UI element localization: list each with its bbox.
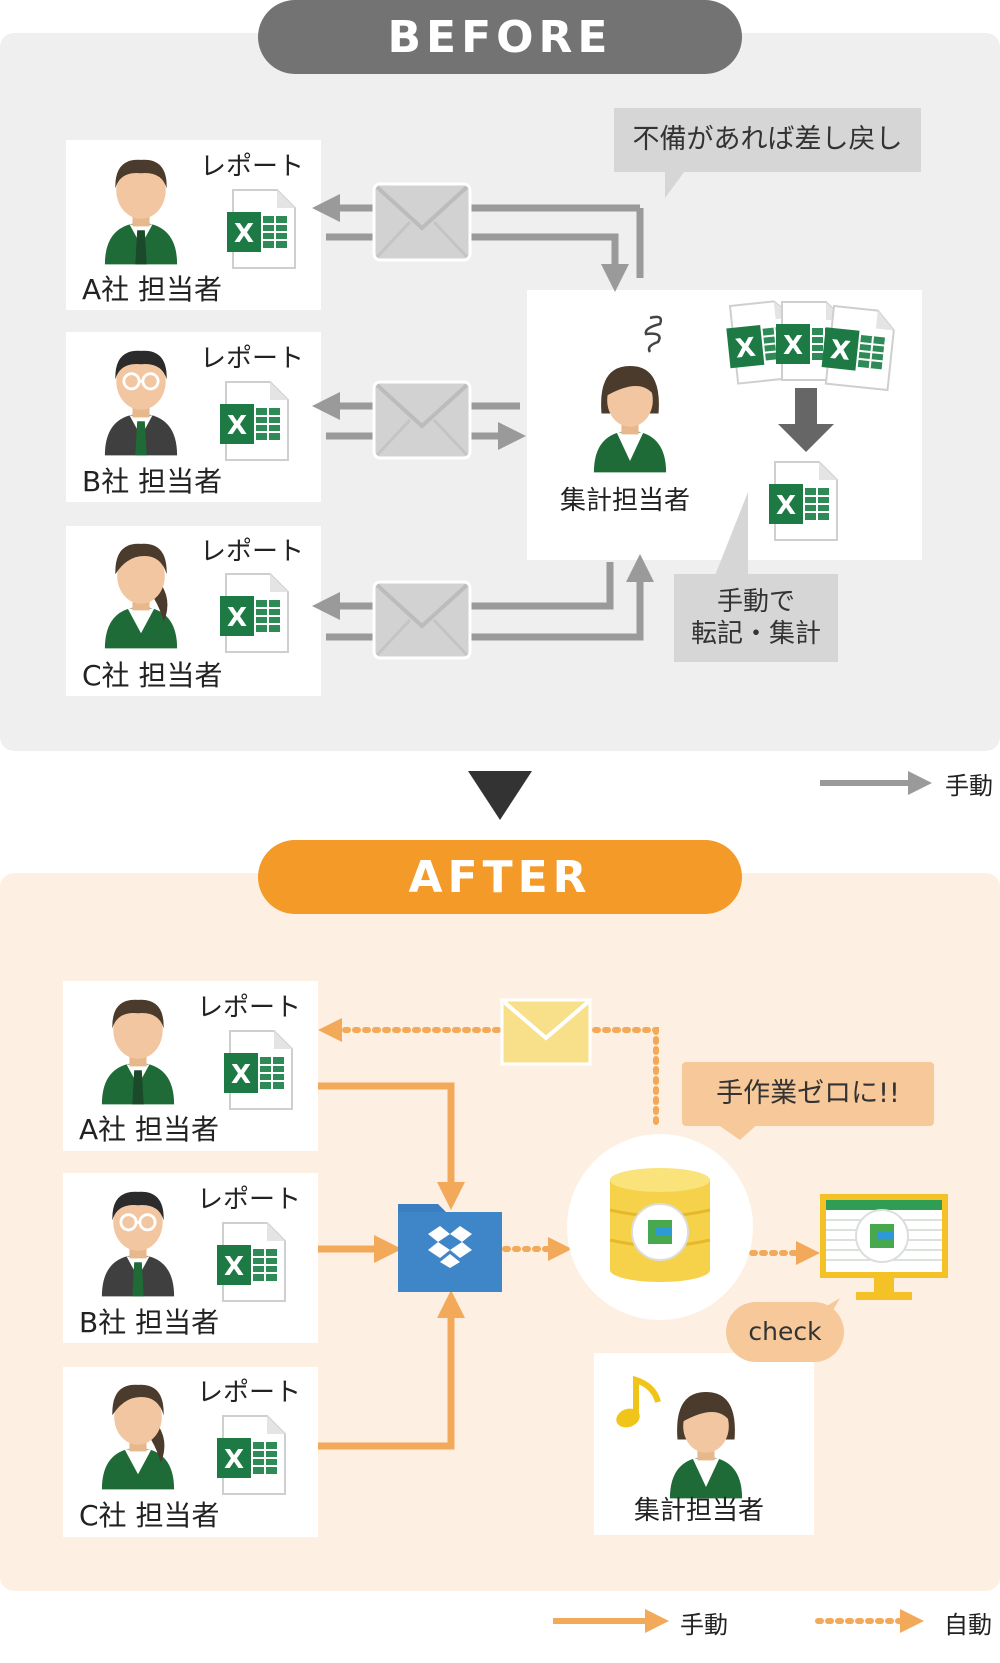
person-icon bbox=[104, 159, 178, 265]
after-title: AFTER bbox=[258, 840, 742, 914]
excel-file-icon bbox=[219, 381, 289, 461]
envelope-icon bbox=[372, 580, 472, 660]
after-report-label-b: レポート bbox=[197, 1185, 302, 1215]
excel-file-icon bbox=[226, 189, 296, 269]
before-report-label-a: レポート bbox=[200, 152, 305, 182]
music-note-icon bbox=[616, 1375, 661, 1428]
monitor-icon bbox=[820, 1194, 948, 1300]
person-icon bbox=[100, 1190, 176, 1298]
person-icon bbox=[104, 543, 178, 649]
envelope-icon bbox=[372, 182, 472, 262]
person-icon bbox=[101, 999, 175, 1105]
person-icon bbox=[669, 1392, 743, 1499]
before-manual-text-2: 転記・集計 bbox=[690, 619, 821, 649]
before-aggregator-label: 集計担当者 bbox=[560, 486, 691, 516]
after-zero-bubble: 手作業ゼロに!! bbox=[682, 1062, 934, 1126]
envelope-icon bbox=[500, 998, 592, 1066]
after-company-b: B社 担当者 bbox=[79, 1306, 220, 1339]
after-report-label-c: レポート bbox=[197, 1378, 302, 1408]
after-legend-auto: 自動 bbox=[944, 1611, 992, 1639]
person-icon bbox=[101, 1384, 175, 1490]
before-manual-text-1: 手動で bbox=[716, 586, 795, 617]
person-icon bbox=[103, 349, 179, 457]
dropbox-folder-icon bbox=[398, 1204, 502, 1292]
after-check-text: check bbox=[748, 1317, 822, 1347]
before-report-label-b: レポート bbox=[200, 344, 305, 374]
before-title: BEFORE bbox=[258, 0, 742, 74]
confusion-scribble bbox=[644, 315, 663, 353]
after-zero-text: 手作業ゼロに!! bbox=[716, 1078, 900, 1110]
excel-file-icon bbox=[219, 573, 289, 653]
excel-file-icon bbox=[768, 461, 838, 541]
after-legend-manual: 手動 bbox=[680, 1611, 728, 1639]
before-return-text: 不備があれば差し戻し bbox=[632, 124, 903, 156]
after-company-a: A社 担当者 bbox=[79, 1113, 220, 1146]
before-company-b: B社 担当者 bbox=[82, 465, 223, 498]
before-report-label-c: レポート bbox=[200, 537, 305, 567]
excel-file-icon bbox=[216, 1222, 286, 1302]
down-arrow bbox=[778, 388, 834, 452]
down-triangle-icon bbox=[468, 771, 532, 820]
excel-file-icon bbox=[216, 1415, 286, 1495]
before-company-a: A社 担当者 bbox=[82, 273, 223, 306]
after-company-c: C社 担当者 bbox=[79, 1499, 220, 1532]
database-icon bbox=[609, 1168, 711, 1282]
before-return-bubble: 不備があれば差し戻し bbox=[614, 108, 921, 172]
after-report-label-a: レポート bbox=[197, 993, 302, 1023]
excel-file-icon bbox=[223, 1030, 293, 1110]
before-legend-manual: 手動 bbox=[945, 772, 993, 800]
after-aggregator-label: 集計担当者 bbox=[634, 1496, 765, 1526]
person-icon bbox=[593, 366, 667, 473]
envelope-icon bbox=[372, 380, 472, 460]
before-manual-bubble: 手動で 転記・集計 bbox=[674, 574, 838, 662]
before-company-c: C社 担当者 bbox=[82, 659, 223, 692]
after-check-bubble: check bbox=[726, 1302, 844, 1362]
